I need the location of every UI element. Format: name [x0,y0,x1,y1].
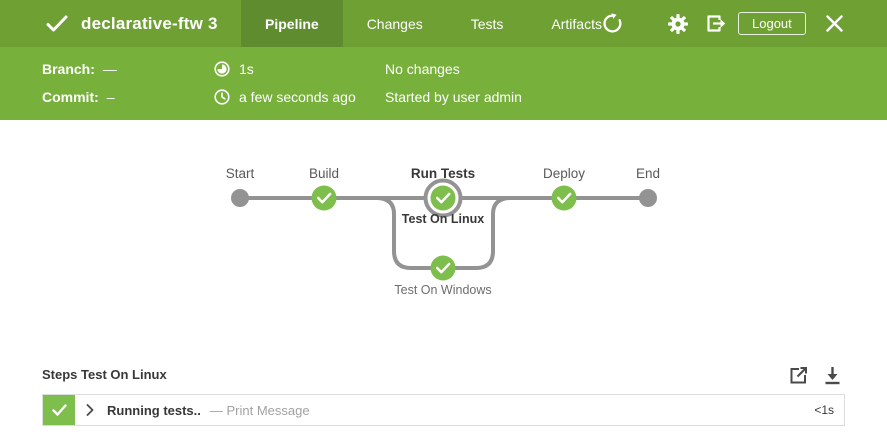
node-test-on-linux-selected[interactable] [423,178,463,218]
duration-value: 1s [239,61,254,77]
completed-time-row: a few seconds ago [214,89,356,105]
commit-row: Commit: – [42,89,115,105]
node-start[interactable] [231,189,249,207]
stage-label-build: Build [308,166,340,181]
step-type: — Print Message [209,402,310,418]
branch-label: Branch: [42,61,95,77]
timer-pie-icon [214,61,230,77]
node-deploy[interactable] [551,185,577,211]
tab-tests[interactable]: Tests [470,15,504,32]
steps-heading: Steps Test On Linux [42,367,167,382]
stage-label-start: Start [225,166,255,181]
stage-label-end: End [635,166,661,181]
tab-artifacts[interactable]: Artifacts [551,15,602,32]
chevron-right-icon[interactable] [86,404,94,416]
branch-value: — [102,61,117,77]
changes-row: No changes [385,61,460,77]
tab-changes[interactable]: Changes [366,15,423,32]
open-in-new-icon[interactable] [789,366,808,385]
replay-icon[interactable] [600,0,624,47]
pipeline-graph [231,178,657,281]
step-duration: <1s [814,403,834,417]
node-test-on-windows[interactable] [430,255,456,281]
check-icon [46,15,68,33]
exit-icon[interactable] [704,0,728,47]
duration-row: 1s [214,61,254,77]
branch-label-test-on-windows: Test On Windows [394,283,492,297]
steps-actions [789,366,841,385]
stage-label-deploy: Deploy [542,166,586,181]
step-status-success [43,395,75,425]
step-name: Running tests.. [107,402,201,418]
node-build[interactable] [311,185,337,211]
run-details-bar: Branch: — Commit: – 1s a few se [0,47,887,120]
started-by-value: Started by user admin [385,89,522,105]
clock-icon [214,89,230,105]
node-end[interactable] [639,189,657,207]
started-by-row: Started by user admin [385,89,522,105]
tab-pipeline[interactable]: Pipeline [241,0,343,47]
stage-label-run-tests: Run Tests [410,166,476,181]
run-title-group[interactable]: declarative-ftw 3 [46,0,218,47]
download-icon[interactable] [824,366,841,385]
gear-icon[interactable] [666,0,690,47]
completed-time-value: a few seconds ago [239,89,356,105]
run-title: declarative-ftw 3 [81,13,218,33]
close-icon[interactable] [822,0,846,47]
header-tabs: Pipeline Changes Tests Artifacts [241,0,626,47]
run-header: declarative-ftw 3 Pipeline Changes Tests… [0,0,887,47]
commit-label: Commit: [42,89,99,105]
changes-value: No changes [385,61,460,77]
step-row[interactable]: Running tests.. — Print Message <1s [42,394,845,426]
logout-button[interactable]: Logout [738,12,806,35]
step-body: Running tests.. — Print Message [75,395,803,425]
branch-row: Branch: — [42,61,117,77]
commit-value: – [106,89,115,105]
branch-label-test-on-linux: Test On Linux [401,212,485,226]
